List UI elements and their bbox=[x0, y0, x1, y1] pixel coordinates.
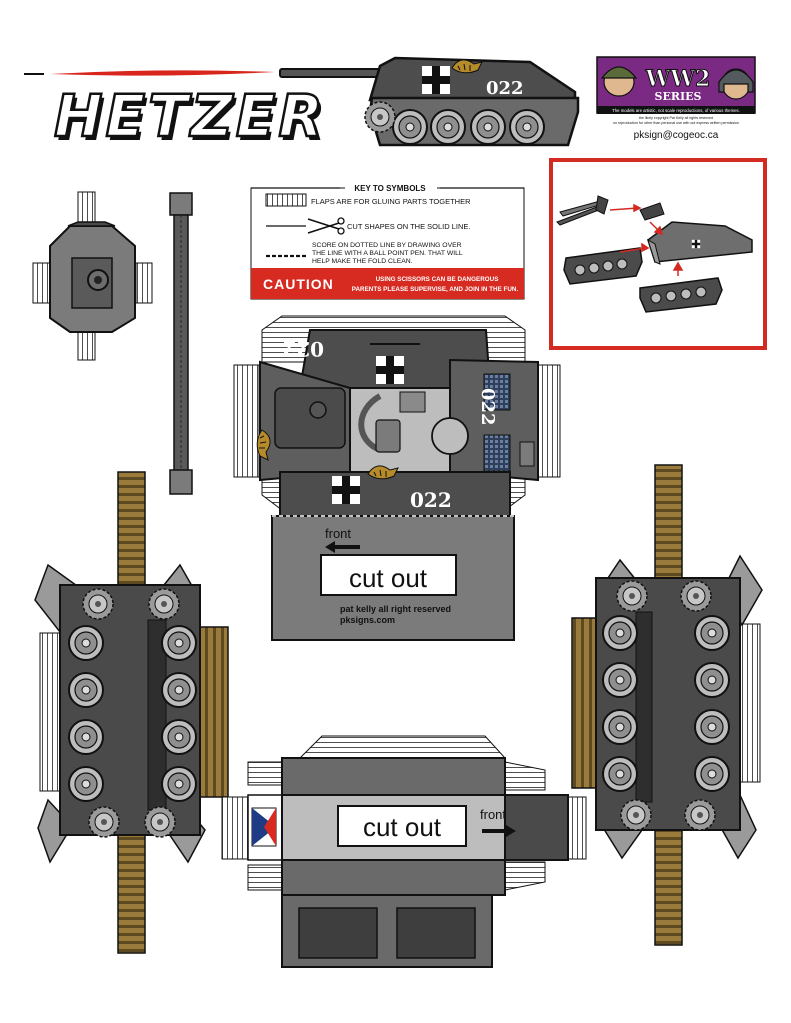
hull-number-front: 022 bbox=[410, 488, 452, 512]
series-badge: WW2 SERIES The models are artistic, not … bbox=[596, 56, 756, 141]
lower-hull-part: cut out front bbox=[221, 735, 587, 968]
credit-line-1: pat kelly all right reserved bbox=[340, 604, 451, 614]
front-label-top: front bbox=[325, 526, 351, 541]
caution-line-2: PARENTS PLEASE SUPERVISE, AND JOIN IN TH… bbox=[352, 286, 519, 293]
front-arrow-icon bbox=[325, 541, 360, 553]
upper-hull-part: 022 022 022 front cut out pat kelly all … bbox=[233, 315, 561, 641]
badge-series: SERIES bbox=[655, 90, 702, 103]
title-shadow: HETZER bbox=[57, 86, 329, 154]
hull-number-side: 022 bbox=[477, 388, 498, 426]
page-title: HETZER bbox=[54, 82, 326, 150]
cut-out-label-bottom: cut out bbox=[363, 812, 442, 842]
tank-illustration: 022 bbox=[279, 56, 580, 147]
soldier-helmet-icon bbox=[600, 66, 638, 97]
soldier-helmet-icon-right bbox=[718, 68, 754, 100]
track-tab-left bbox=[199, 626, 229, 798]
front-arrow-bottom-icon bbox=[482, 825, 516, 837]
tank-number: 022 bbox=[486, 78, 524, 99]
key-to-symbols: KEY TO SYMBOLS FLAPS ARE FOR GLUING PART… bbox=[250, 182, 525, 300]
suspension-part-right bbox=[595, 554, 763, 860]
key-heading: KEY TO SYMBOLS bbox=[354, 184, 426, 193]
suspension-part-left bbox=[34, 563, 206, 864]
key-score-2: THE LINE WITH A BALL POINT PEN. THAT WIL… bbox=[312, 250, 463, 257]
badge-ww2: WW2 bbox=[645, 66, 711, 92]
badge-copyright: the likely copyright Pat Kelly all right… bbox=[639, 116, 713, 120]
caution-line-1: USING SCISSORS CAN BE DANGEROUS bbox=[376, 276, 499, 283]
assembly-diagram bbox=[549, 158, 767, 350]
gun-mantlet-part bbox=[32, 191, 153, 361]
cut-out-label-top: cut out bbox=[349, 563, 428, 593]
caution-label: CAUTION bbox=[263, 276, 334, 292]
key-score-1: SCORE ON DOTTED LINE BY DRAWING OVER bbox=[312, 242, 462, 249]
key-cut: CUT SHAPES ON THE SOLID LINE. bbox=[347, 222, 471, 231]
division-insignia-icon bbox=[251, 807, 277, 847]
badge-disclaimer: The models are artistic, not scale repro… bbox=[612, 108, 740, 113]
contact-email: pksign@cogeoc.ca bbox=[634, 130, 719, 141]
credit-line-2: pksigns.com bbox=[340, 615, 395, 625]
badge-no-repro: no reproduction for other than personal … bbox=[613, 121, 739, 125]
key-score-3: HELP MAKE THE FOLD CLEAN. bbox=[312, 258, 413, 265]
gun-barrel-part bbox=[169, 192, 193, 495]
title-area: HETZER HETZER bbox=[24, 70, 329, 154]
key-flaps: FLAPS ARE FOR GLUING PARTS TOGETHER bbox=[311, 197, 471, 206]
track-tab-right bbox=[571, 617, 599, 789]
hull-number-rear: 022 bbox=[282, 337, 324, 361]
scissors-icon bbox=[307, 217, 345, 235]
front-label-bottom: front bbox=[480, 807, 506, 822]
